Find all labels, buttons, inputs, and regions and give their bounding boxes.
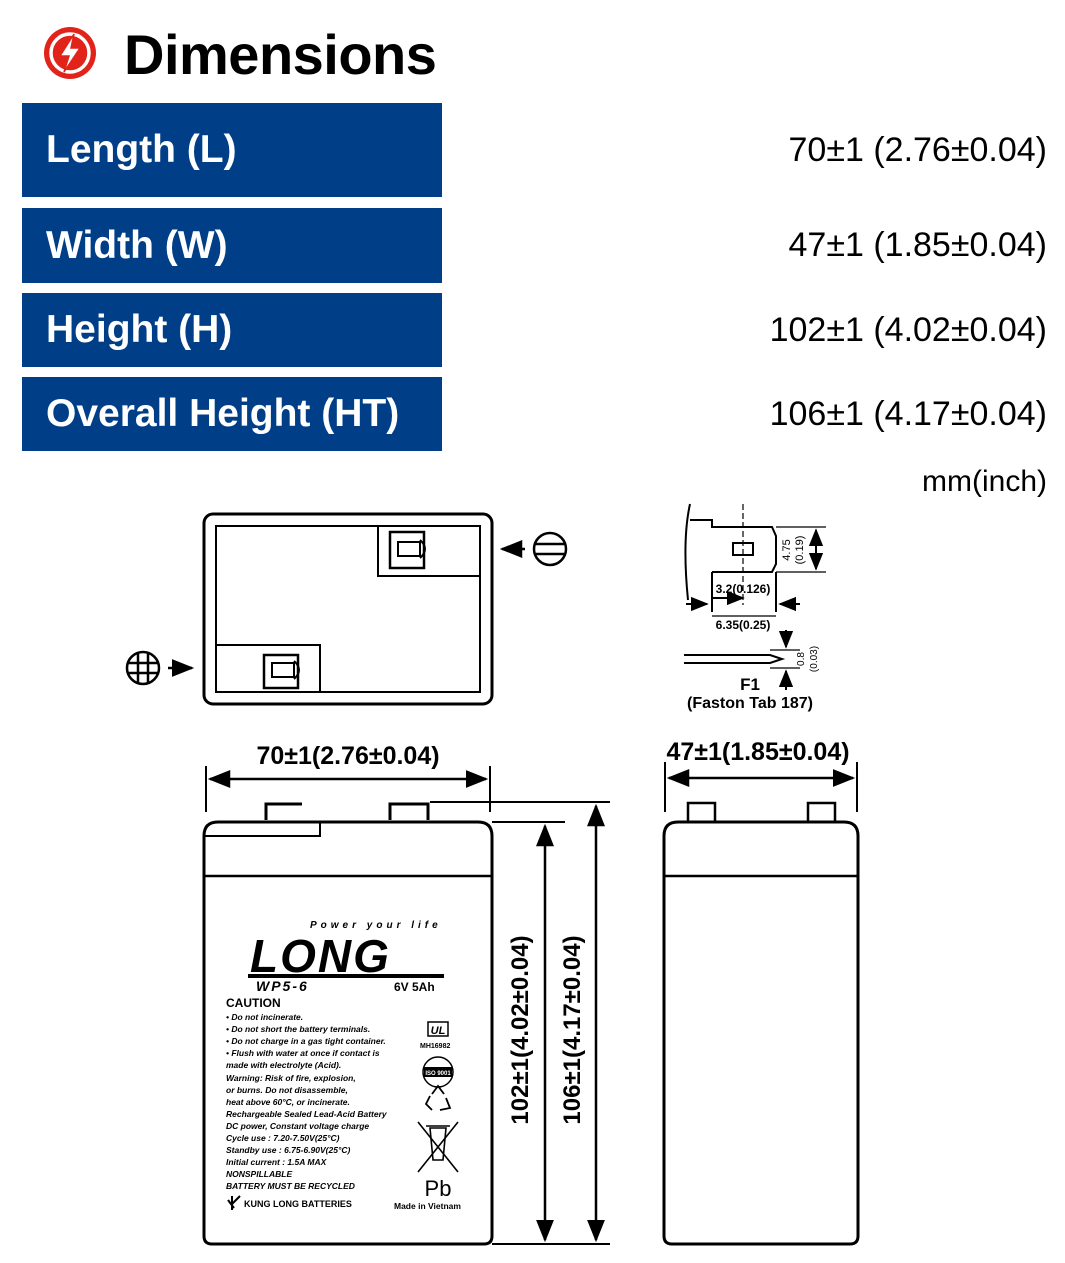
dimension-value-width: 47±1 (1.85±0.04) [788, 226, 1048, 264]
spec-line: DC power, Constant voltage charge [226, 1121, 369, 1131]
spec-line: Cycle use : 7.20-7.50V(25°C) [226, 1133, 340, 1143]
spec-line: Initial current : 1.5A MAX [226, 1157, 328, 1167]
warning-line: or burns. Do not disassemble, [226, 1085, 348, 1095]
terminal-detail [684, 503, 826, 690]
positive-terminal-marker [125, 650, 195, 686]
caution-line: • Do not charge in a gas tight container… [226, 1036, 386, 1046]
spec-line: Standby use : 6.75-6.90V(25°C) [226, 1145, 351, 1155]
caution-line: • Do not incinerate. [226, 1012, 303, 1022]
manufacturer-name: KUNG LONG BATTERIES [244, 1199, 352, 1209]
battery-label: Power your life LONG WP5-6 6V 5Ah CAUTIO… [226, 920, 461, 1211]
battery-brand-logo: LONG [250, 930, 391, 982]
negative-terminal-marker [499, 531, 568, 567]
terminal-dim-hole: 3.2(0.126) [716, 582, 771, 596]
page-title: Dimensions [124, 23, 437, 86]
recycle-icon [424, 1084, 452, 1111]
dimension-value-height: 102±1 (4.02±0.04) [769, 310, 1047, 349]
caution-line: • Do not short the battery terminals. [226, 1024, 370, 1034]
side-width-label: 47±1(1.85±0.04) [666, 738, 849, 766]
dimension-label-height: Height (H) [22, 293, 442, 367]
front-height-label: 102±1(4.02±0.04) [507, 935, 534, 1124]
crossed-bin-icon [417, 1121, 459, 1173]
pb-mark: Pb [425, 1176, 452, 1201]
origin-text: Made in Vietnam [394, 1201, 461, 1211]
spec-line: Rechargeable Sealed Lead-Acid Battery [226, 1109, 388, 1119]
iso-9001-icon: ISO 9001 [422, 1056, 454, 1088]
dimension-label-overall-height: Overall Height (HT) [22, 377, 442, 451]
dimension-value-length: 70±1 (2.76±0.04) [788, 130, 1048, 169]
lightning-bolt-icon [44, 27, 96, 79]
kung-long-logo-icon [227, 1195, 241, 1210]
terminal-dim-height: 4.75 [781, 539, 793, 560]
iso-mark-text: ISO 9001 [425, 1071, 451, 1077]
spec-line: BATTERY MUST BE RECYCLED [226, 1181, 355, 1191]
dimension-label-length: Length (L) [22, 103, 442, 197]
front-length-label: 70±1(2.76±0.04) [256, 742, 439, 770]
dimension-value-overall-height: 106±1 (4.17±0.04) [769, 394, 1047, 433]
dimension-label-width: Width (W) [22, 208, 442, 283]
front-view [202, 766, 610, 1246]
terminal-dim-width: 6.35(0.25) [716, 618, 771, 632]
ul-number: MH16982 [420, 1043, 450, 1050]
caution-line: made with electrolyte (Acid). [226, 1060, 341, 1070]
terminal-dim-thickness-inch: (0.03) [809, 646, 820, 672]
top-view [202, 512, 494, 706]
caution-line: • Flush with water at once if contact is [226, 1048, 380, 1058]
ul-mark-text: UL [431, 1025, 446, 1037]
battery-tagline: Power your life [310, 920, 442, 931]
terminal-dim-thickness: 0.8 [796, 652, 807, 666]
ul-mark-icon: UL [427, 1021, 449, 1037]
side-view [662, 762, 860, 1246]
warning-line: heat above 60°C, or incinerate. [226, 1097, 350, 1107]
front-overall-height-label: 106±1(4.17±0.04) [559, 935, 586, 1124]
warning-line: Warning: Risk of fire, explosion, [226, 1073, 356, 1083]
terminal-dim-height-inch: (0.19) [794, 536, 806, 565]
spec-line: NONSPILLABLE [226, 1169, 292, 1179]
caution-title: CAUTION [226, 996, 281, 1010]
terminal-tab-type: (Faston Tab 187) [687, 695, 813, 712]
battery-rating: 6V 5Ah [394, 980, 435, 994]
terminal-tab-name: F1 [740, 675, 760, 694]
battery-model: WP5-6 [256, 978, 309, 994]
unit-label: mm(inch) [922, 465, 1047, 498]
